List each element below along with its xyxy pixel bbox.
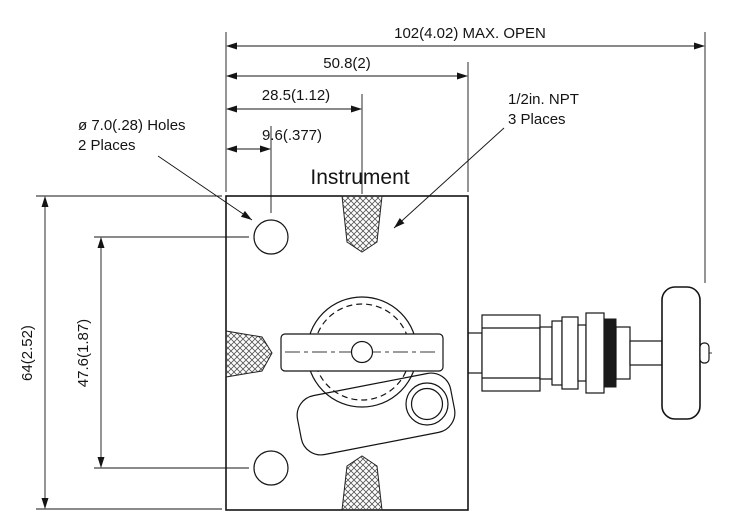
valve-spacer <box>577 324 587 382</box>
dim-width-full: 50.8(2) <box>323 55 371 72</box>
dimension-annotations: 102(4.02) MAX. OPEN 50.8(2) 28.5(1.12) 9… <box>19 25 706 510</box>
valve-ring-2 <box>561 316 579 390</box>
valve-assembly <box>467 286 710 420</box>
instrument-port-label: Instrument <box>310 166 409 189</box>
port-top-thread <box>341 195 383 253</box>
dim-height-full: 64(2.52) <box>19 325 36 381</box>
dim-height-holes: 47.6(1.87) <box>75 319 92 387</box>
valve-neck <box>467 332 483 374</box>
mounting-hole-top <box>253 219 289 255</box>
dim-max-open: 102(4.02) MAX. OPEN <box>394 25 546 42</box>
valve-t-handle <box>661 286 701 420</box>
manifold-body <box>225 195 469 511</box>
boss-outer <box>405 382 449 426</box>
npt-leader-line <box>393 127 505 229</box>
npt-note-line1: 1/2in. NPT <box>508 91 579 108</box>
port-bottom-thread <box>341 455 383 511</box>
mounting-hole-bottom <box>253 450 289 486</box>
boss-inner <box>410 387 444 421</box>
valve-stem-tip <box>699 342 710 364</box>
holes-note-line1: ø 7.0(.28) Holes <box>78 117 186 134</box>
valve-stem <box>629 340 663 366</box>
valve-bonnet <box>615 326 631 380</box>
dim-width-hole: 9.6(.377) <box>262 127 322 144</box>
holes-note-line2: 2 Places <box>78 137 136 154</box>
valve-hex-body <box>481 314 541 392</box>
handle-pivot <box>350 340 374 364</box>
valve-collar <box>539 326 553 380</box>
valve-gland <box>603 318 617 388</box>
rotor-plate <box>296 372 456 456</box>
npt-note-line2: 3 Places <box>508 111 566 128</box>
holes-leader-line <box>157 155 253 221</box>
valve-flange <box>585 312 605 394</box>
note-annotations: ø 7.0(.28) Holes 2 Places 1/2in. NPT 3 P… <box>78 91 579 229</box>
port-left-thread <box>225 330 273 378</box>
dim-width-port: 28.5(1.12) <box>262 87 330 104</box>
valve-ring-1 <box>551 320 563 386</box>
